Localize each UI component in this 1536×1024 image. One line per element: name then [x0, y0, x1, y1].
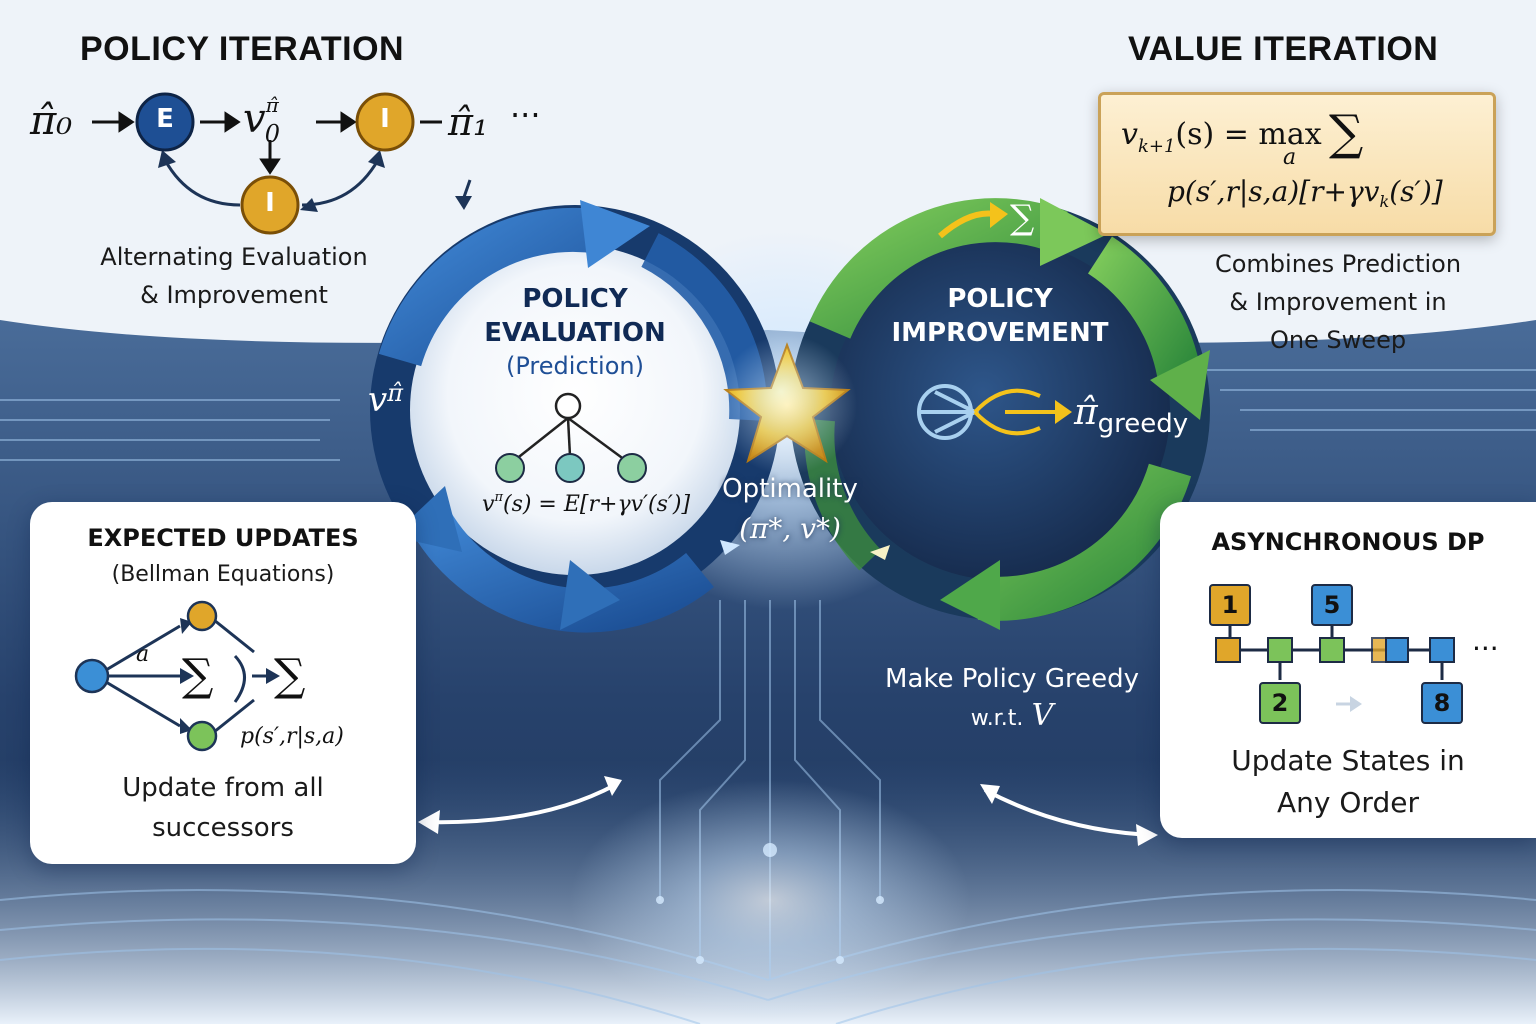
adp-caption-line2: Any Order — [1277, 786, 1419, 819]
pi-greedy-symbol: π̂greedy — [1074, 392, 1188, 439]
async-dp-title: ASYNCHRONOUS DP — [1211, 528, 1485, 556]
policy-branch-icon — [917, 384, 1072, 440]
value-iteration-caption: Combines Prediction & Improvement in One… — [1178, 245, 1498, 359]
optimality-symbol: (π*, v*) — [739, 512, 841, 545]
formula-line1: vk+1(s) = max — [1121, 117, 1322, 157]
formula-l2: p(s′,r|s,a)[r+γv — [1167, 175, 1380, 208]
policy-iteration-arrows — [92, 92, 442, 235]
v-superscript: π̂ — [265, 93, 279, 117]
greedy-caption-line2: w.r.t. V — [872, 698, 1152, 733]
adp-caption-line1: Update States in — [1231, 744, 1465, 777]
sum-icon: ∑ — [1010, 198, 1035, 238]
improvement-node-i: I — [380, 104, 390, 134]
evaluation-tree — [514, 416, 626, 462]
formula-v: v — [1121, 117, 1138, 152]
value-iteration-formula-box: vk+1(s) = max a ∑ p(s′,r|s,a)[r+γvk(s′)] — [1098, 92, 1496, 236]
greedy-sub: greedy — [1097, 409, 1189, 439]
v-pi-ring-label: vπ̂ — [368, 379, 403, 420]
sequence-dots: ··· — [510, 96, 541, 134]
action-edge-label: a — [136, 642, 150, 667]
formula-l2-end: (s′)] — [1389, 175, 1443, 208]
eq-v: v — [482, 492, 495, 517]
expected-updates-title: EXPECTED UPDATES — [87, 524, 359, 552]
policy-iteration-caption: Alternating Evaluation & Improvement — [80, 238, 388, 314]
expected-updates-caption: Update from all successors — [30, 768, 416, 848]
greedy-pi: π̂ — [1074, 392, 1098, 433]
v-letter: v — [243, 96, 266, 142]
chain-dots: ··· — [1472, 632, 1499, 665]
formula-line2: p(s′,r|s,a)[r+γvk(s′)] — [1167, 175, 1443, 211]
bellman-backup-diagram — [74, 600, 280, 752]
impr-label-line2: IMPROVEMENT — [891, 318, 1109, 348]
vi-caption-line1: Combines Prediction — [1214, 250, 1462, 278]
optimality-label: Optimality — [722, 474, 858, 504]
vi-caption-line2: & Improvement in — [1229, 288, 1447, 316]
wrt-v: V — [1031, 698, 1054, 733]
value-iteration-title: VALUE ITERATION — [1128, 30, 1439, 68]
state-node-8: 8 — [1421, 682, 1463, 724]
eval-label-line2: EVALUATION — [484, 318, 666, 348]
formula-rest: (s) = max — [1175, 117, 1322, 152]
pi0-symbol: π̂₀ — [30, 98, 73, 144]
vi-caption-line3: One Sweep — [1269, 326, 1407, 354]
eval-label-line1: POLICY — [522, 284, 628, 314]
wrt-text: w.r.t. — [970, 706, 1024, 731]
formula-sub: k+1 — [1137, 136, 1176, 157]
formula-sum: ∑ — [1329, 105, 1364, 161]
state-node-2: 2 — [1259, 682, 1301, 724]
expected-updates-panel: EXPECTED UPDATES (Bellman Equations) a ∑… — [30, 502, 416, 864]
state-node-1: 1 — [1209, 584, 1251, 626]
policy-iteration-title: POLICY ITERATION — [80, 30, 405, 68]
pi-caption-line1: Alternating Evaluation — [100, 243, 368, 271]
greedy-caption: Make Policy Greedy w.r.t. V — [872, 664, 1152, 733]
transition-probability: p(s′,r|s,a) — [240, 724, 344, 749]
async-dp-panel: ASYNCHRONOUS DP 1 5 2 8 ··· Update State… — [1160, 502, 1536, 838]
eu-caption-line2: successors — [152, 813, 294, 843]
evaluation-equation: vπ(s) = E[r+γv′(s′)] — [482, 490, 691, 517]
async-state-chain — [1215, 624, 1455, 712]
formula-max-sub: a — [1283, 145, 1297, 170]
ring-v: v — [368, 380, 388, 420]
pi1-symbol: π̂₁ — [448, 100, 489, 144]
evaluation-node-e: E — [156, 104, 174, 134]
state-node-5: 5 — [1311, 584, 1353, 626]
eq-sup: π — [494, 490, 503, 505]
ring-sup: π̂ — [387, 379, 403, 407]
prediction-label: (Prediction) — [506, 352, 644, 380]
value-v-symbol: vπ̂ 0 — [243, 93, 294, 148]
policy-improvement-label: POLICY IMPROVEMENT — [880, 282, 1120, 350]
greedy-caption-line1: Make Policy Greedy — [885, 664, 1139, 694]
eu-caption-line1: Update from all — [122, 773, 324, 803]
v-subscript: 0 — [264, 120, 281, 148]
improvement-node-i-lower: I — [265, 188, 275, 218]
policy-evaluation-label: POLICY EVALUATION — [470, 282, 680, 350]
sum-symbol-2: ∑ — [274, 650, 306, 701]
expected-updates-subtitle: (Bellman Equations) — [111, 562, 335, 587]
formula-l2-sub: k — [1379, 192, 1390, 211]
async-dp-caption: Update States in Any Order — [1160, 740, 1536, 824]
impr-label-line1: POLICY — [947, 284, 1053, 314]
eq-rest: (s) = E[r+γv′(s′)] — [502, 492, 691, 517]
pi-caption-line2: & Improvement — [140, 281, 328, 309]
sum-symbol-1: ∑ — [182, 650, 214, 701]
